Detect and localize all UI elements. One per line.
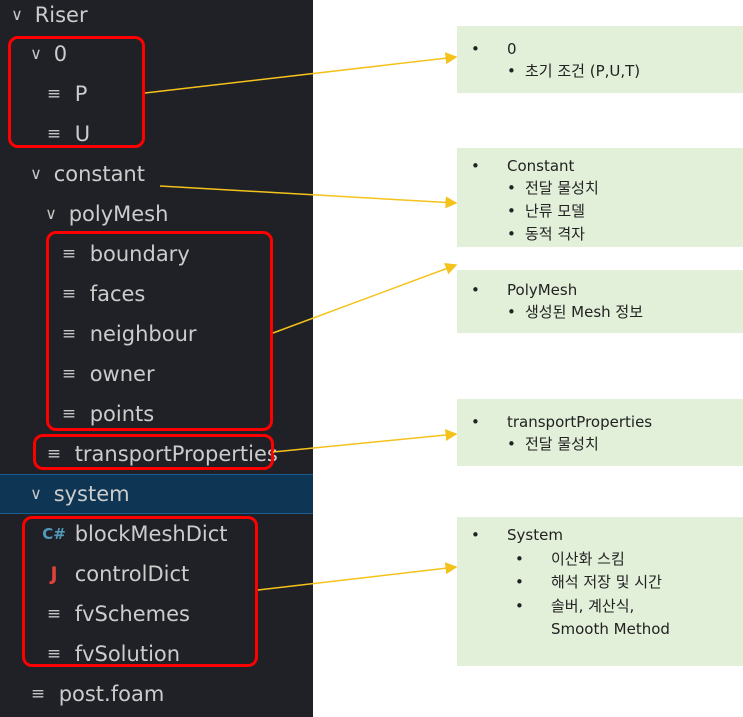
tree-item-points[interactable]: ≡ points xyxy=(0,394,313,434)
arrow-0 xyxy=(144,52,458,94)
tree-item-label: blockMeshDict xyxy=(74,522,228,546)
tree-item-fvsolution[interactable]: ≡ fvSolution xyxy=(0,634,313,674)
tree-item-label: 0 xyxy=(53,42,68,66)
tree-item-label: owner xyxy=(89,362,155,386)
bullet: • xyxy=(471,526,480,544)
highlight-box-system xyxy=(22,516,258,667)
tree-item-label: U xyxy=(74,122,91,146)
tree-item-label: polyMesh xyxy=(68,202,169,226)
tree-item-transportproperties[interactable]: ≡ transportProperties xyxy=(0,434,313,474)
file-explorer: ∨ Riser ∨ 0 ≡ P ≡ U ∨ constant ∨ polyMes… xyxy=(0,0,313,717)
bullet: • xyxy=(471,40,480,58)
arrow-system xyxy=(257,562,458,591)
note-polymesh: • PolyMesh • 생성된 Mesh 정보 xyxy=(457,270,743,333)
bullet: • xyxy=(507,435,516,453)
tree-item-blockmeshdict[interactable]: C# blockMeshDict xyxy=(0,514,313,554)
note-system: • System • 이산화 스킴 • 해석 저장 및 시간 • 솔버, 계산식… xyxy=(457,517,743,666)
note-item: 난류 모델 xyxy=(525,202,585,220)
tree-item-label: fvSolution xyxy=(74,642,181,666)
note-constant: • Constant • 전달 물성치 • 난류 모델 • 동적 격자 xyxy=(457,148,743,247)
lines-file-icon: ≡ xyxy=(61,404,77,424)
tree-item-controldict[interactable]: J controlDict xyxy=(0,554,313,594)
tree-item-label: controlDict xyxy=(74,562,190,586)
highlight-box-polymesh xyxy=(46,231,273,431)
arrow-constant xyxy=(159,185,458,209)
tree-item-label: post.foam xyxy=(58,682,165,706)
highlight-box-transportproperties xyxy=(33,434,274,470)
tree-item-label: points xyxy=(89,402,155,426)
note-title: Constant xyxy=(507,157,575,175)
tree-item-label: Riser xyxy=(34,3,88,27)
bullet: • xyxy=(507,303,516,321)
note-title: 0 xyxy=(507,40,517,58)
lines-file-icon: ≡ xyxy=(46,124,62,144)
tree-item-file-p[interactable]: ≡ P xyxy=(0,74,313,114)
note-item: 해석 저장 및 시간 xyxy=(551,573,662,591)
chevron-down-icon: ∨ xyxy=(30,484,42,503)
tree-item-label: system xyxy=(53,482,130,506)
arrow-polymesh xyxy=(272,263,458,334)
note-item: Smooth Method xyxy=(551,620,670,638)
bullet: • xyxy=(515,573,524,591)
lines-file-icon: ≡ xyxy=(46,444,62,464)
bullet: • xyxy=(471,281,480,299)
json-file-icon: J xyxy=(50,563,58,585)
tree-item-label: faces xyxy=(89,282,146,306)
bullet: • xyxy=(471,413,480,431)
note-item: 전달 물성치 xyxy=(525,435,599,453)
lines-file-icon: ≡ xyxy=(61,324,77,344)
tree-item-system[interactable]: ∨ system xyxy=(0,474,313,514)
bullet: • xyxy=(507,62,516,80)
note-item: 솔버, 계산식, xyxy=(551,597,635,615)
tree-item-post-foam[interactable]: ≡ post.foam xyxy=(0,674,313,714)
tree-item-owner[interactable]: ≡ owner xyxy=(0,354,313,394)
tree-item-folder-0[interactable]: ∨ 0 xyxy=(0,34,313,74)
bullet: • xyxy=(515,597,524,615)
csharp-file-icon: C# xyxy=(42,525,66,543)
note-item: 생성된 Mesh 정보 xyxy=(525,303,644,321)
tree-item-label: fvSchemes xyxy=(74,602,190,626)
tree-item-boundary[interactable]: ≡ boundary xyxy=(0,234,313,274)
note-0: • 0 • 초기 조건 (P,U,T) xyxy=(457,26,743,93)
tree-item-riser[interactable]: ∨ Riser xyxy=(0,0,313,35)
bullet: • xyxy=(507,225,516,243)
arrow-transportproperties xyxy=(272,429,458,453)
bullet: • xyxy=(507,202,516,220)
tree-item-label: P xyxy=(74,82,88,106)
tree-item-polymesh[interactable]: ∨ polyMesh xyxy=(0,194,313,234)
tree-item-label: boundary xyxy=(89,242,190,266)
tree-item-neighbour[interactable]: ≡ neighbour xyxy=(0,314,313,354)
chevron-down-icon: ∨ xyxy=(30,164,42,183)
lines-file-icon: ≡ xyxy=(30,684,46,704)
note-title: transportProperties xyxy=(507,413,653,431)
tree-item-faces[interactable]: ≡ faces xyxy=(0,274,313,314)
lines-file-icon: ≡ xyxy=(46,644,62,664)
lines-file-icon: ≡ xyxy=(61,244,77,264)
note-item: 동적 격자 xyxy=(525,225,585,243)
tree-item-label: transportProperties xyxy=(74,442,278,466)
highlight-box-0 xyxy=(8,36,145,148)
lines-file-icon: ≡ xyxy=(61,364,77,384)
chevron-down-icon: ∨ xyxy=(45,204,57,223)
lines-file-icon: ≡ xyxy=(46,604,62,624)
tree-item-label: constant xyxy=(53,162,145,186)
bullet: • xyxy=(515,550,524,568)
note-item: 이산화 스킴 xyxy=(551,550,625,568)
lines-file-icon: ≡ xyxy=(46,84,62,104)
note-title: System xyxy=(507,526,563,544)
tree-item-constant[interactable]: ∨ constant xyxy=(0,154,313,194)
chevron-down-icon: ∨ xyxy=(11,5,23,24)
lines-file-icon: ≡ xyxy=(61,284,77,304)
tree-item-fvschemes[interactable]: ≡ fvSchemes xyxy=(0,594,313,634)
bullet: • xyxy=(507,179,516,197)
tree-item-file-u[interactable]: ≡ U xyxy=(0,114,313,154)
note-transportproperties: • transportProperties • 전달 물성치 xyxy=(457,399,743,466)
tree-item-label: neighbour xyxy=(89,322,197,346)
note-item: 전달 물성치 xyxy=(525,179,599,197)
bullet: • xyxy=(471,157,480,175)
chevron-down-icon: ∨ xyxy=(30,44,42,63)
note-title: PolyMesh xyxy=(507,281,578,299)
note-item: 초기 조건 (P,U,T) xyxy=(525,62,641,80)
